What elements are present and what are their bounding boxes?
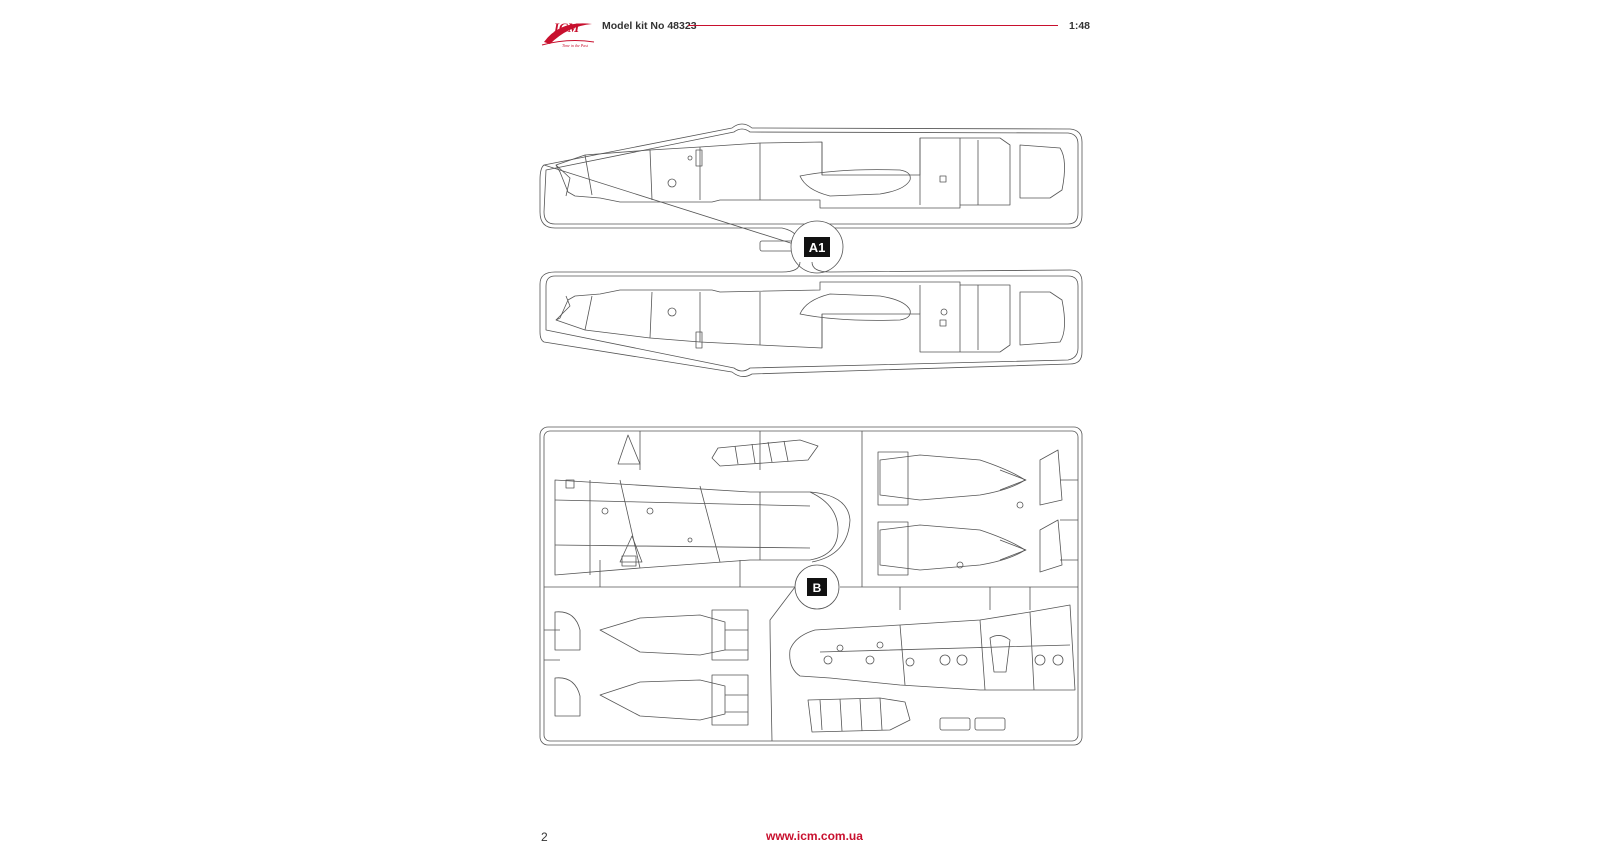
- sprue-b-frame: [539, 426, 1083, 746]
- wing-panel: [554, 434, 851, 576]
- fuselage-half-upper: [555, 137, 1065, 209]
- sprue-a1-label: A1: [809, 240, 826, 255]
- fuselage-half-lower: [555, 281, 1065, 353]
- sprue-b-badge: B: [794, 564, 840, 610]
- sprue-a1-badge: A1: [790, 220, 844, 274]
- kit-number: Model kit No 48323: [602, 20, 697, 32]
- website-link[interactable]: www.icm.com.ua: [766, 829, 863, 843]
- aileron-parts: [807, 697, 1006, 733]
- page-header: ICM Time in the Past Model kit No 48323 …: [540, 12, 1090, 52]
- logo-tagline: Time in the Past: [562, 43, 589, 48]
- icm-logo: ICM Time in the Past: [541, 20, 595, 48]
- sprue-a1-lower-frame: [539, 261, 1083, 377]
- header-rule: [688, 25, 1058, 26]
- flap-part: [711, 439, 819, 467]
- engine-nacelle-group-left: [554, 609, 749, 726]
- page-number: 2: [541, 830, 548, 844]
- engine-nacelle-group-right: [877, 449, 1063, 576]
- sprue-a1-gate: [759, 240, 797, 252]
- logo-brand: ICM: [553, 20, 580, 35]
- scale-label: 1:48: [1068, 20, 1090, 32]
- wing-panel-lower: [789, 604, 1076, 691]
- sprue-b-label: B: [813, 581, 822, 595]
